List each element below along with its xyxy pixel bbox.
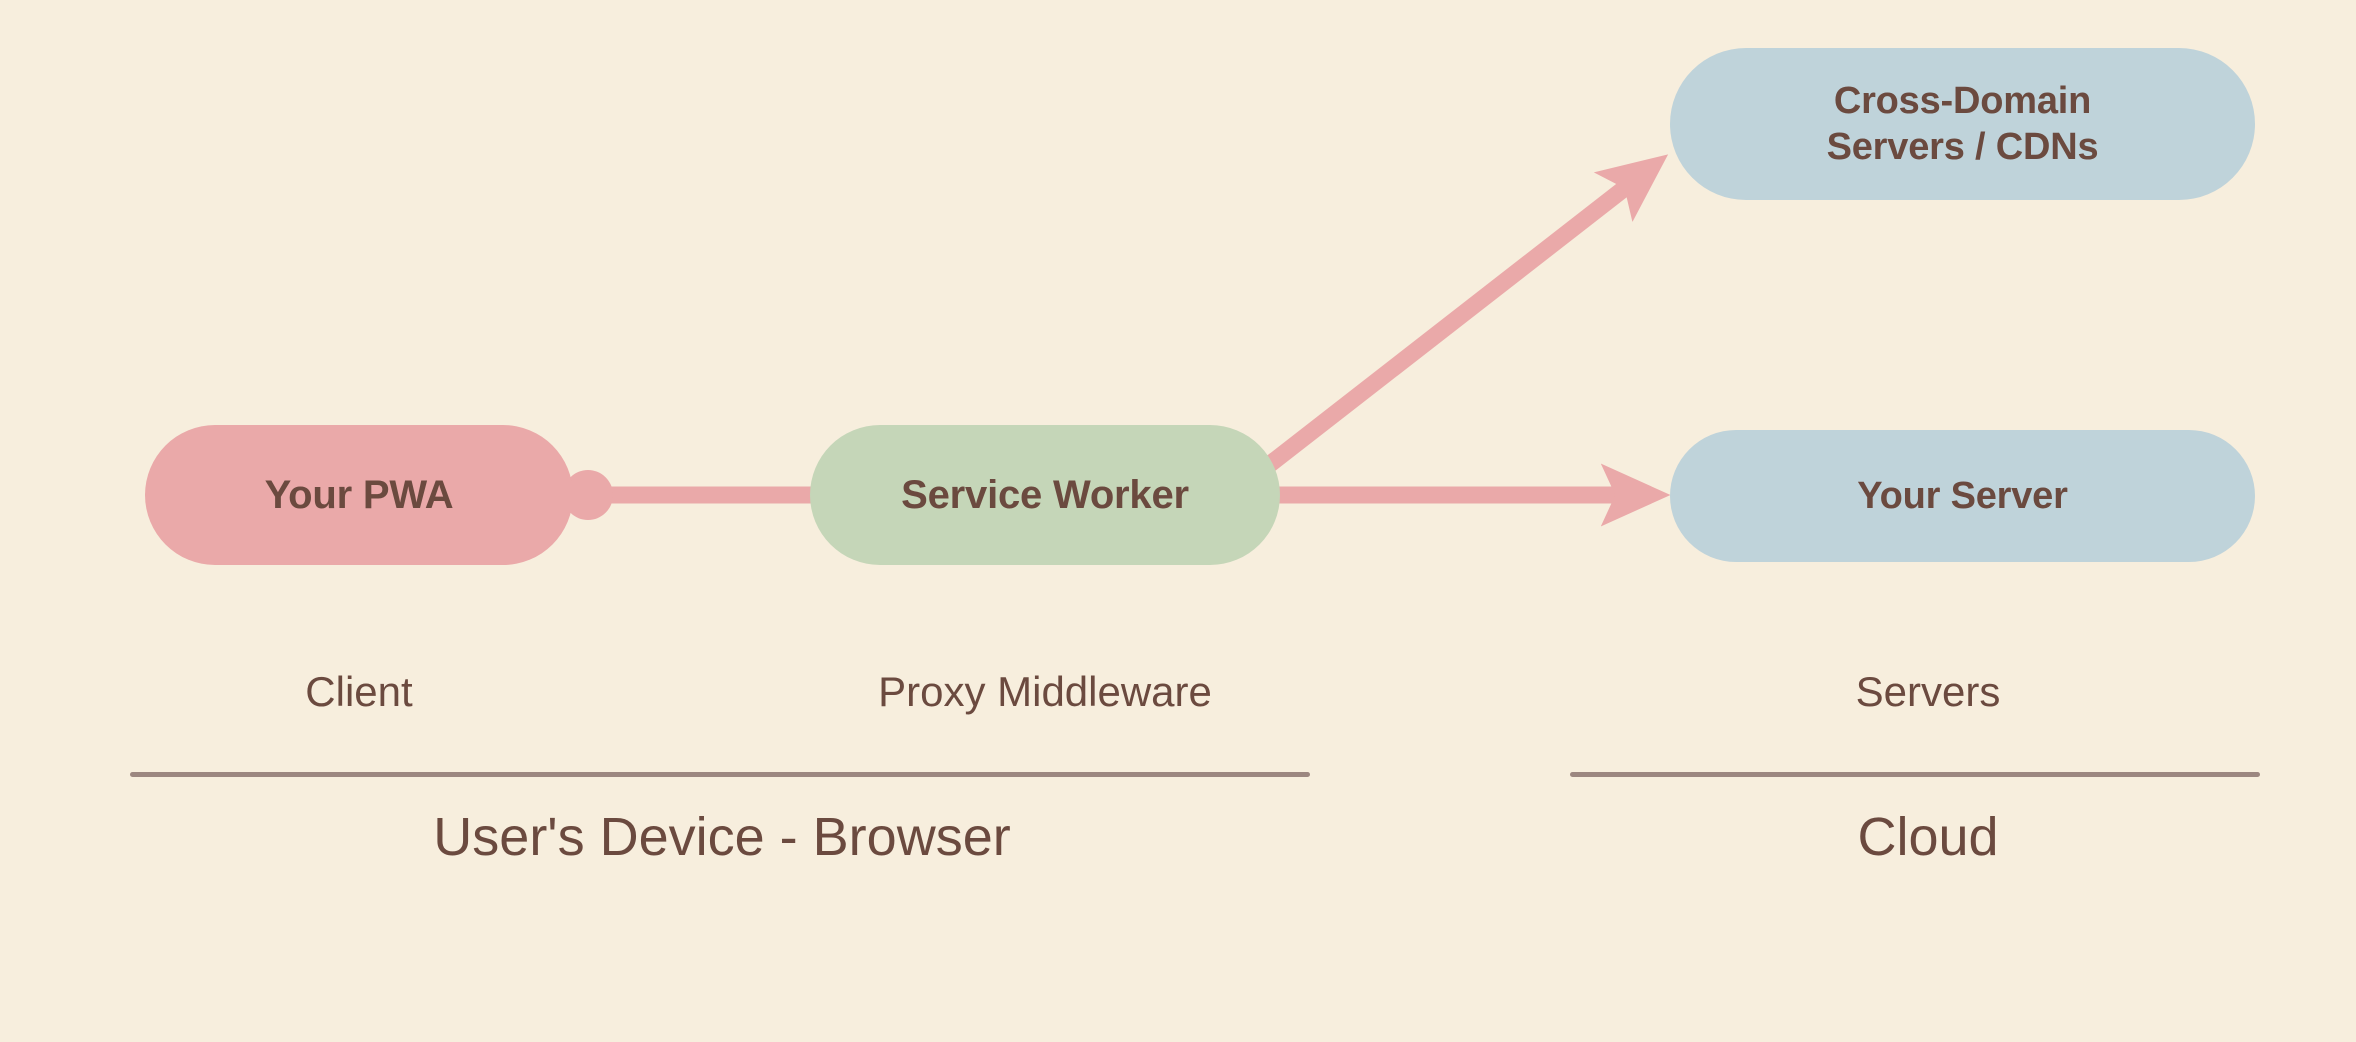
node-service-worker-label: Service Worker <box>901 472 1189 517</box>
node-service-worker[interactable]: Service Worker <box>810 425 1280 565</box>
group-divider-cloud <box>1570 772 2260 777</box>
group-divider-device <box>130 772 1310 777</box>
connector-endpoint-dot <box>563 470 613 520</box>
node-your-pwa[interactable]: Your PWA <box>145 425 573 565</box>
node-cross-domain-servers-cdns[interactable]: Cross-Domain Servers / CDNs <box>1670 48 2255 200</box>
node-your-pwa-label: Your PWA <box>264 472 454 517</box>
node-your-server[interactable]: Your Server <box>1670 430 2255 562</box>
group-title-cloud: Cloud <box>1857 807 1999 867</box>
connector-line-sw-cdn <box>1259 154 1669 475</box>
group-caption-client: Client <box>305 668 413 715</box>
group-caption-proxy-middleware: Proxy Middleware <box>878 668 1212 715</box>
connector-pwa-to-service-worker <box>563 470 812 520</box>
group-title-users-device-browser: User's Device - Browser <box>433 807 1011 867</box>
group-caption-servers: Servers <box>1855 668 2001 715</box>
connector-service-worker-to-cdn <box>1259 154 1669 475</box>
node-your-server-label: Your Server <box>1857 474 2068 517</box>
node-cross-domain-servers-cdns-label: Cross-Domain Servers / CDNs <box>1826 79 2099 168</box>
